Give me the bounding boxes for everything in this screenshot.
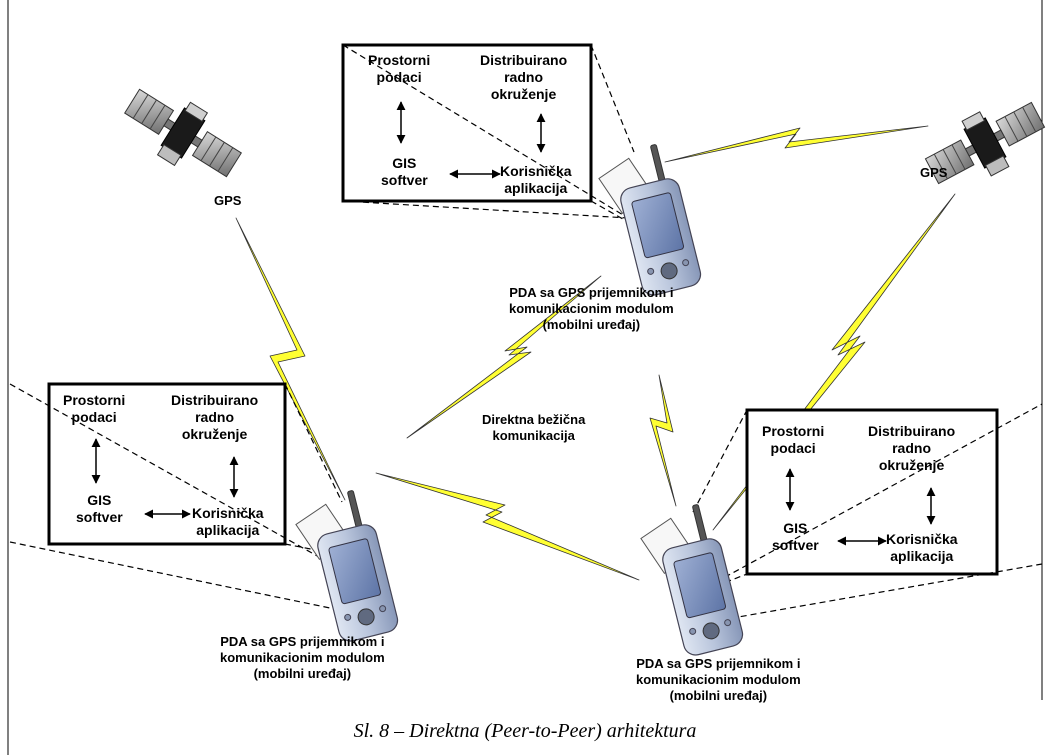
pda-top-icon bbox=[598, 144, 702, 296]
box-top bbox=[341, 43, 635, 224]
gps-right-label: GPS bbox=[920, 165, 948, 180]
pda-right-icon bbox=[640, 504, 744, 656]
box-right bbox=[692, 403, 1043, 621]
lightning-center bbox=[649, 374, 677, 507]
gps-left-label: GPS bbox=[214, 193, 242, 208]
lightning-left-gps-to-left-pda bbox=[235, 217, 346, 501]
lightning-links bbox=[235, 125, 956, 581]
pda-left-icon bbox=[295, 490, 399, 642]
lightning-top-pda-to-left-pda bbox=[406, 275, 602, 439]
box-left bbox=[9, 382, 343, 609]
figure-caption: Sl. 8 – Direktna (Peer-to-Peer) arhitekt… bbox=[353, 720, 697, 742]
lightning-right-gps-to-right-pda bbox=[712, 193, 956, 531]
lightning-top-pda-to-right-gps bbox=[664, 125, 929, 163]
satellite-right-icon bbox=[924, 101, 1046, 185]
satellite-left-icon bbox=[124, 88, 242, 178]
lightning-left-pda-to-right-pda bbox=[375, 472, 640, 581]
